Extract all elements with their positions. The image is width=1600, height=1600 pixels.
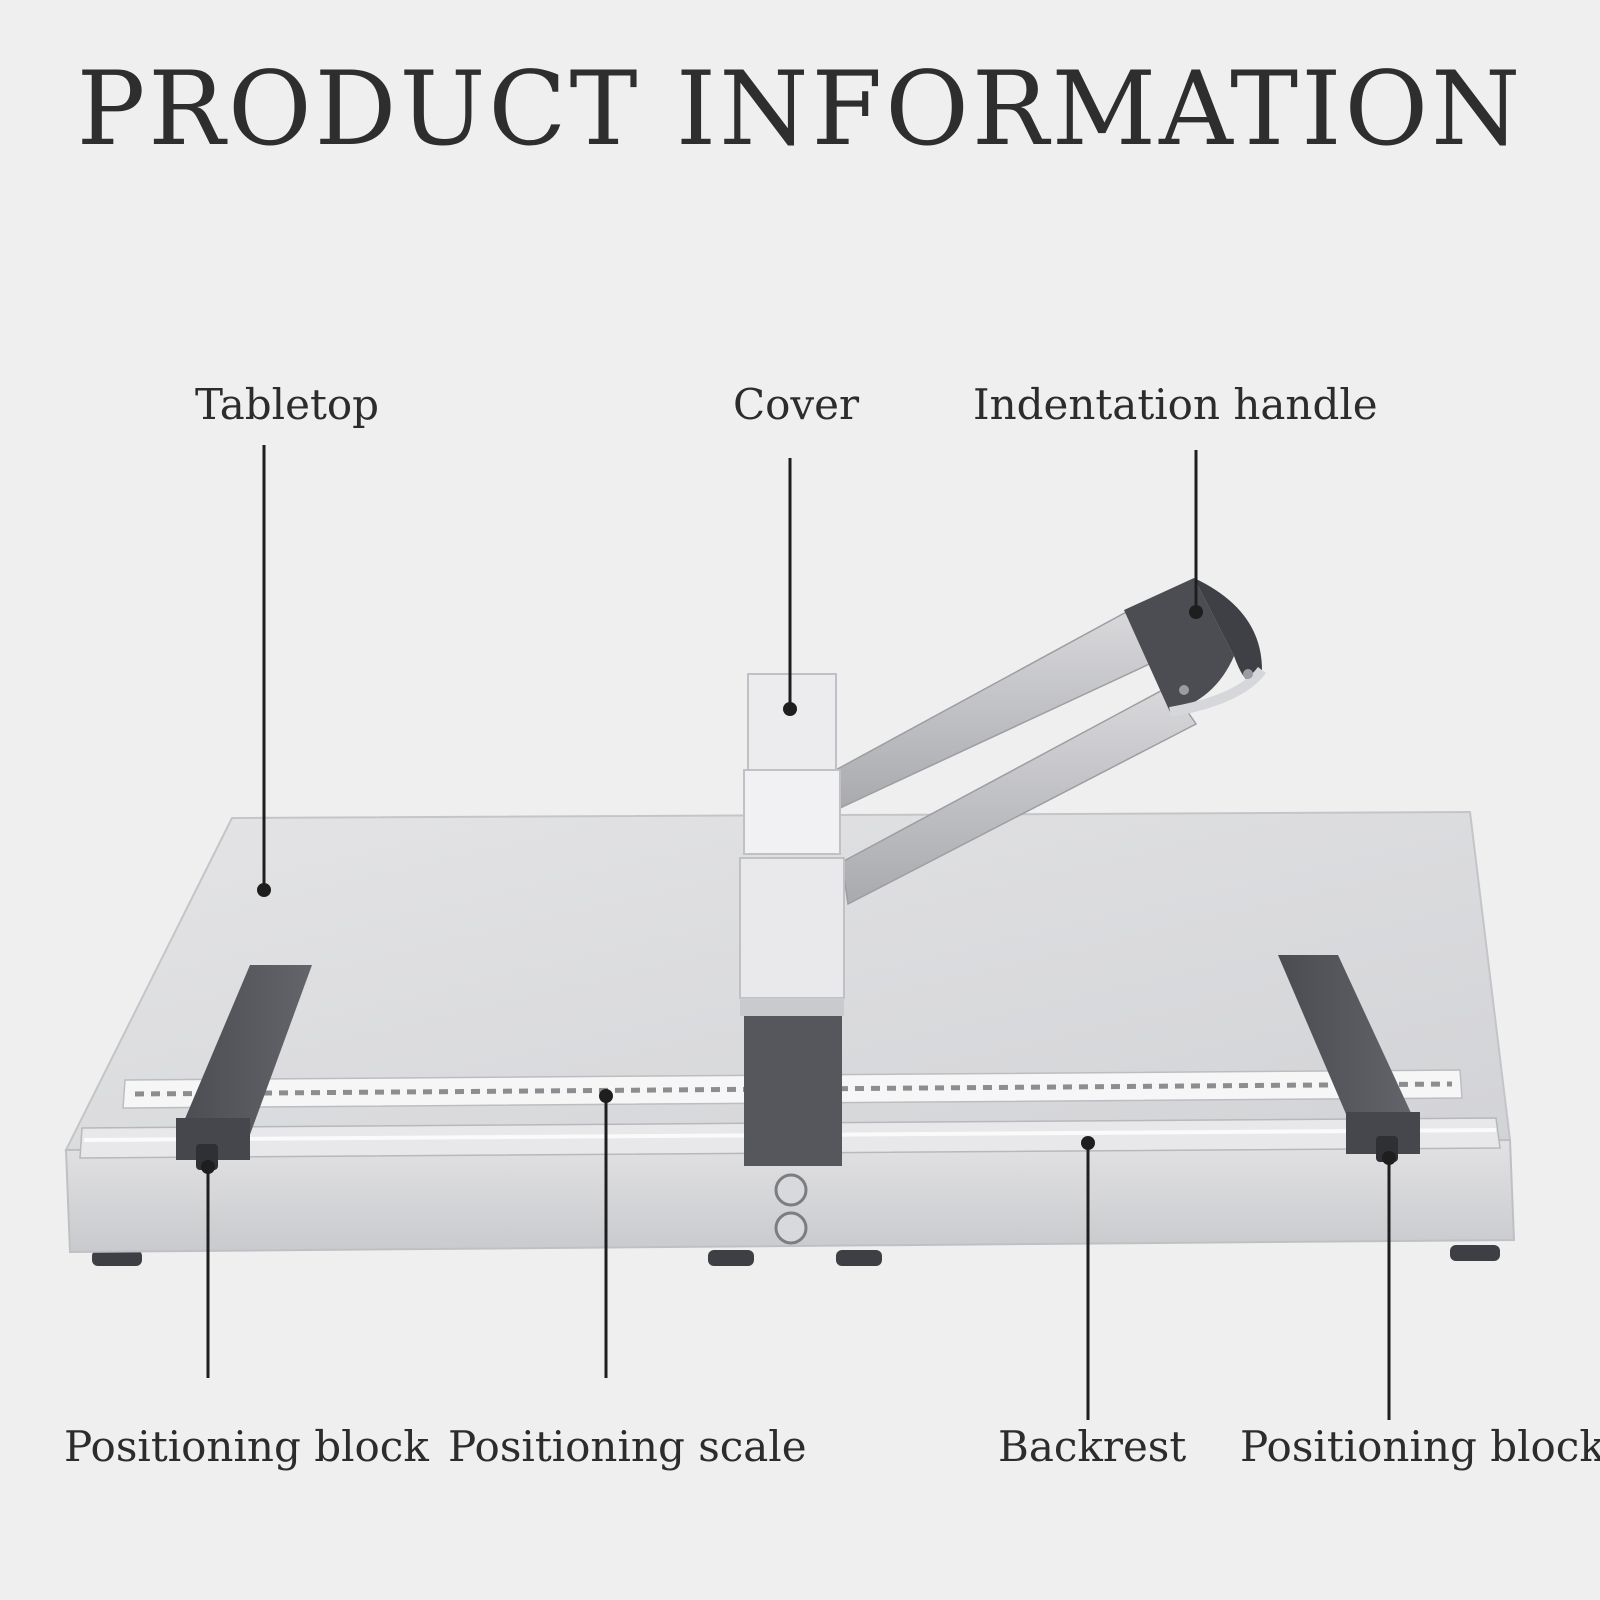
positioning-scale-leader (599, 1089, 613, 1378)
page-title: PRODUCT INFORMATION (76, 50, 1524, 169)
indentation-handle-grip (1124, 578, 1267, 717)
tabletop-leader (257, 445, 271, 897)
left-positioning-block (176, 965, 312, 1170)
backrest-leader (1081, 1136, 1095, 1420)
leader-lines (201, 445, 1396, 1420)
adjustment-knobs (774, 1173, 808, 1245)
indentation-handle-leader (1189, 450, 1203, 619)
cover-leader (783, 458, 797, 716)
callout-backrest: Backrest (998, 1422, 1187, 1471)
callout-indentation-handle: Indentation handle (973, 380, 1378, 429)
callout-positioning-scale: Positioning scale (448, 1422, 807, 1471)
callout-positioning-block-left: Positioning block (64, 1422, 429, 1471)
central-column (739, 673, 845, 1166)
callout-tabletop: Tabletop (195, 380, 380, 429)
right-positioning-block (1278, 955, 1420, 1162)
machine-feet (92, 1245, 1500, 1266)
callout-cover: Cover (733, 380, 860, 429)
positioning-block-left-leader (201, 1160, 215, 1378)
positioning-block-right-leader (1382, 1151, 1396, 1420)
callout-positioning-block-right: Positioning block (1240, 1422, 1600, 1471)
